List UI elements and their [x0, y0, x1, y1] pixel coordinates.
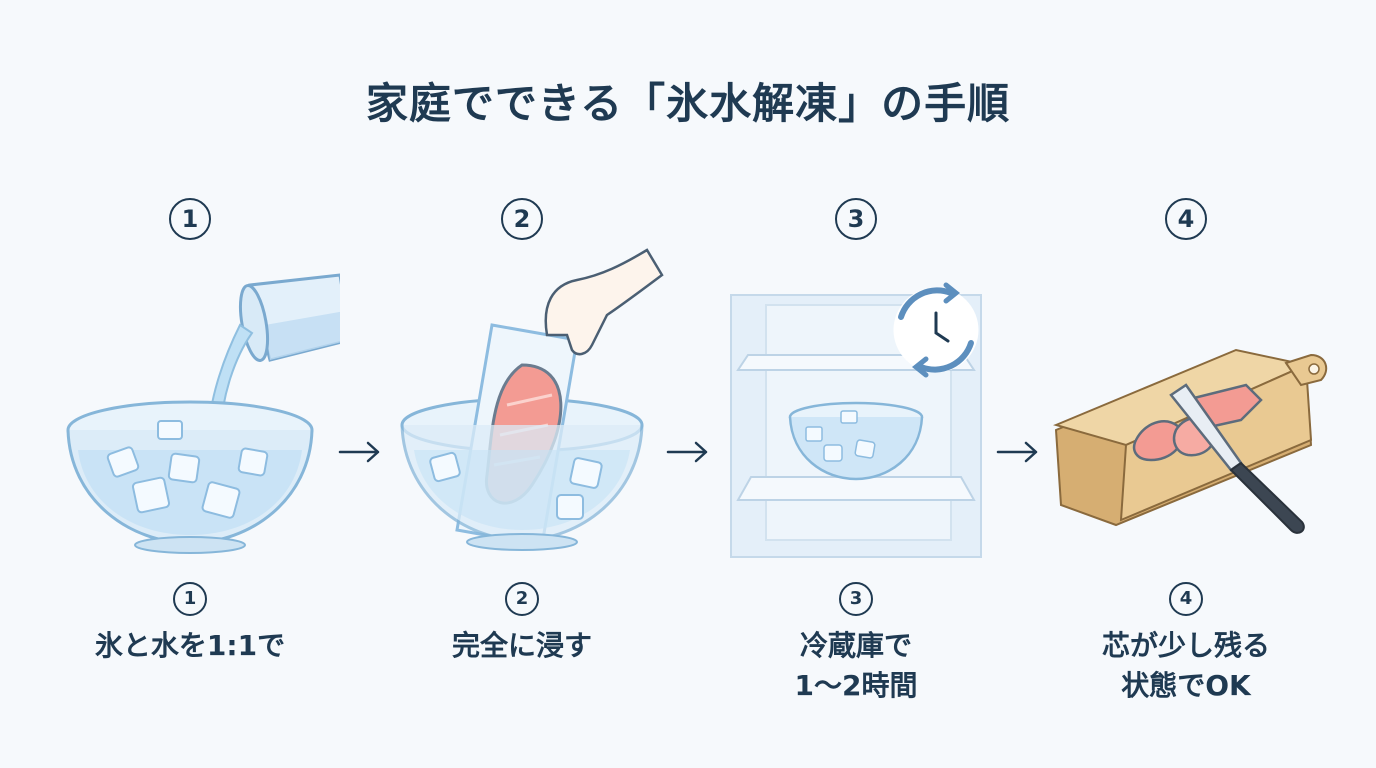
step-3: 3 3: [706, 0, 1006, 768]
refrigerator-illustration: [730, 282, 982, 558]
step-2-caption: 完全に浸す: [451, 629, 592, 662]
knife-icon: [1169, 383, 1305, 534]
hand-icon: [544, 248, 664, 356]
step-1-number: 1: [169, 198, 211, 240]
ice-cubes-icon: [106, 420, 269, 519]
step-1: 1 1 氷と水を1:1で: [40, 0, 340, 768]
step-1-caption-number: 1: [173, 582, 207, 616]
arrow-right-icon: [338, 441, 380, 463]
submerge-bag-illustration: [400, 248, 664, 551]
step-3-caption-number: 3: [839, 582, 873, 616]
step-2: 2 2 完全に浸す: [372, 0, 672, 768]
cutting-board-illustration: [1052, 348, 1328, 534]
step-3-caption: 冷蔵庫で 1〜2時間: [794, 629, 918, 702]
page-title: 家庭でできる「氷水解凍」の手順: [365, 79, 1011, 128]
ice-water-bowl-illustration: [66, 273, 340, 554]
bowl-in-fridge-icon: [788, 401, 924, 481]
clock-cycle-icon: [893, 282, 979, 378]
measuring-cup-icon: [238, 273, 340, 362]
step-2-caption-number: 2: [505, 582, 539, 616]
step-4-caption-number: 4: [1169, 582, 1203, 616]
step-4-caption: 芯が少し残る 状態でOK: [1101, 629, 1270, 702]
step-2-number: 2: [501, 198, 543, 240]
arrow-right-icon: [996, 441, 1038, 463]
arrow-right-icon: [666, 441, 708, 463]
step-1-caption: 氷と水を1:1で: [94, 629, 286, 662]
step-4: 4 4 芯が少し残る 状態でOK: [1036, 0, 1336, 768]
step-4-number: 4: [1165, 198, 1207, 240]
step-3-number: 3: [835, 198, 877, 240]
